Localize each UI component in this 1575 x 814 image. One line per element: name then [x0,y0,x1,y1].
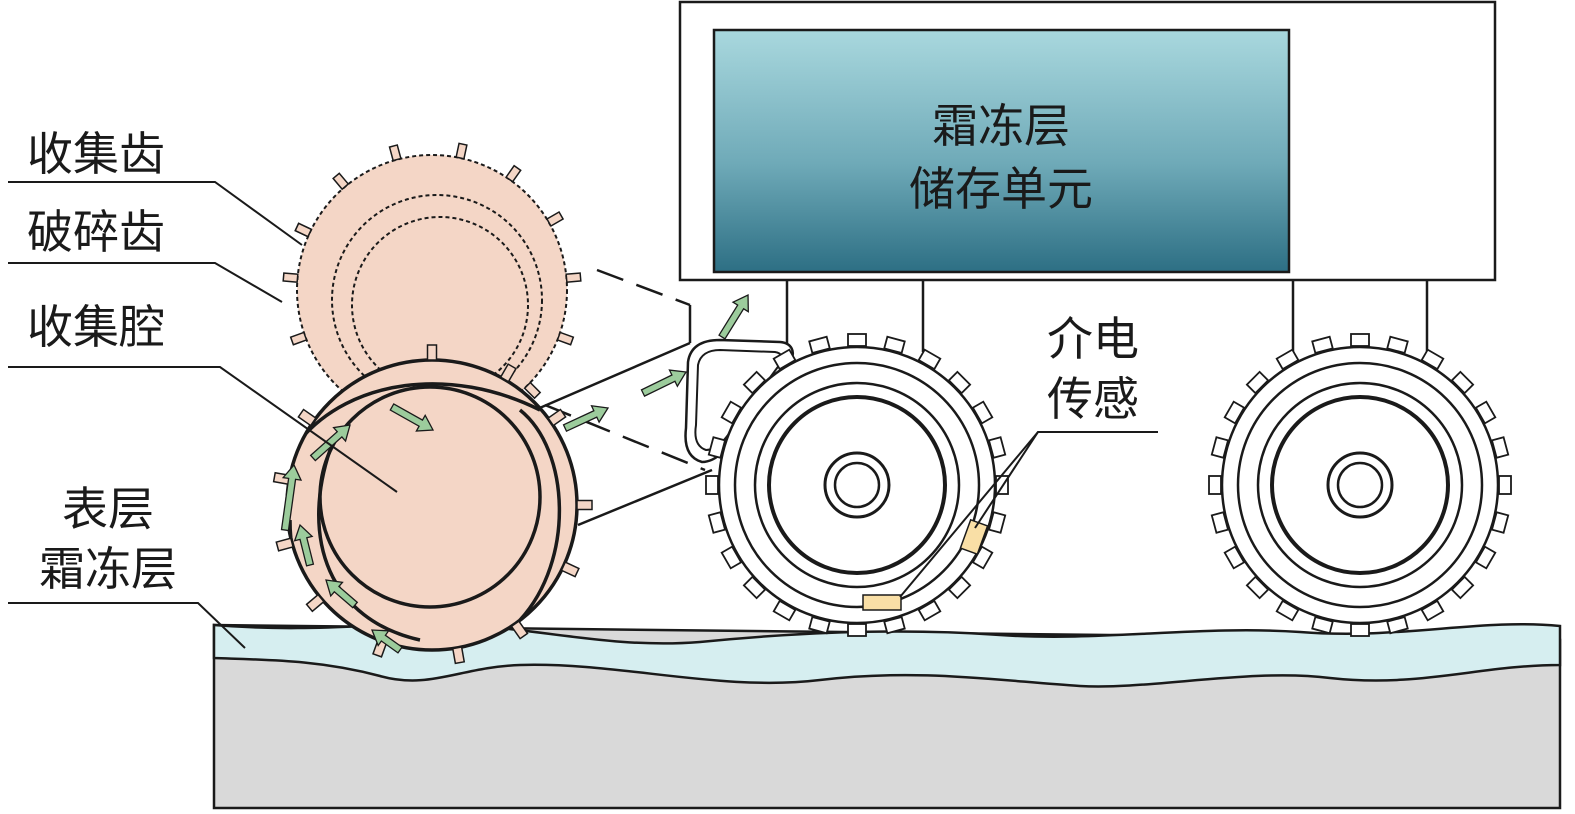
flow-arrow [562,404,610,433]
wheel-ring [833,461,881,509]
wheel-ring [767,395,947,575]
label-dielectric-sensor-line1: 介电 [1047,312,1139,366]
storage-label-line1: 霜冻层 [932,99,1070,153]
collection-duct [684,338,794,464]
leader-crush-teeth [8,262,283,303]
wheel-tread-lug [1498,475,1512,495]
collection-tooth [294,222,313,238]
wheel-ring [1270,395,1450,575]
leader-lines [8,181,1158,649]
wheel-tread-lug [847,333,867,347]
label-surface-frost-line1: 表层 [62,482,154,536]
flow-arrow [280,463,303,532]
wheel-ring [1220,345,1500,625]
rover-wheel-front [705,333,1009,637]
flow-arrow [309,424,351,462]
leader-collect-cavity [8,366,398,493]
wheel-ring [823,451,891,519]
crushing-tooth [275,537,295,552]
flow-arrow [718,293,749,340]
wheel-struts [785,280,1429,352]
wheel-tread-lug [1208,475,1222,495]
collection-tooth [332,172,350,191]
collection-drum-lower [272,344,593,665]
label-collect-teeth: 收集齿 [27,127,165,181]
wheel-ring [1256,381,1464,589]
crushing-tooth [560,561,580,578]
crushing-tooth [576,499,593,511]
crushing-tooth [547,408,567,427]
collection-tooth [505,164,522,183]
leader-surface-frost [8,602,246,649]
wheel-ring [1326,451,1394,519]
collection-tooth [455,142,468,160]
flow-arrow [640,369,688,398]
collection-tooth [565,272,582,284]
label-collect-cavity: 收集腔 [27,300,165,354]
crushing-tooth [451,646,466,665]
crushing-tooth [510,620,529,640]
flow-arrows [280,293,749,654]
wheel-ring [1336,461,1384,509]
collection-tooth [545,211,565,227]
collection-tooth [523,381,542,400]
wheel-tread-lug [847,623,867,637]
collection-tooth [289,331,308,346]
collection-teeth [282,142,582,400]
wheel-ring [733,361,981,609]
collection-tooth [282,272,299,284]
crushing-tooth [499,363,517,383]
wheel-ring [717,345,997,625]
surface-frost-layer [212,622,1562,688]
wheel-tread-lug [1350,333,1370,347]
crushing-tooth [297,408,317,427]
flow-arrow [371,629,403,654]
leader-collect-teeth [8,181,303,246]
leader-sensor-2 [899,431,1039,598]
label-surface-frost-line2: 霜冻层 [39,542,177,596]
dielectric-sensor-pad-bottom [862,594,902,611]
flow-arrow [325,579,359,609]
label-dielectric-sensor-line2: 传感 [1047,372,1139,426]
wheel-tread-lug [705,475,719,495]
projection-lines [534,268,713,527]
crushing-tooth [305,593,325,613]
flow-arrow [389,403,435,432]
label-crush-teeth: 破碎齿 [27,205,165,259]
rover-wheel-rear [1208,333,1512,637]
collection-tooth [388,144,402,162]
wheel-ring [1236,361,1484,609]
frost-storage-unit [712,28,1291,274]
flow-arrow [293,523,315,567]
storage-label-line2: 储存单元 [909,162,1093,216]
collection-tooth [556,331,575,346]
wheel-ring [753,381,961,589]
wheel-tread-lug [1350,623,1370,637]
crushing-tooth [426,344,438,361]
